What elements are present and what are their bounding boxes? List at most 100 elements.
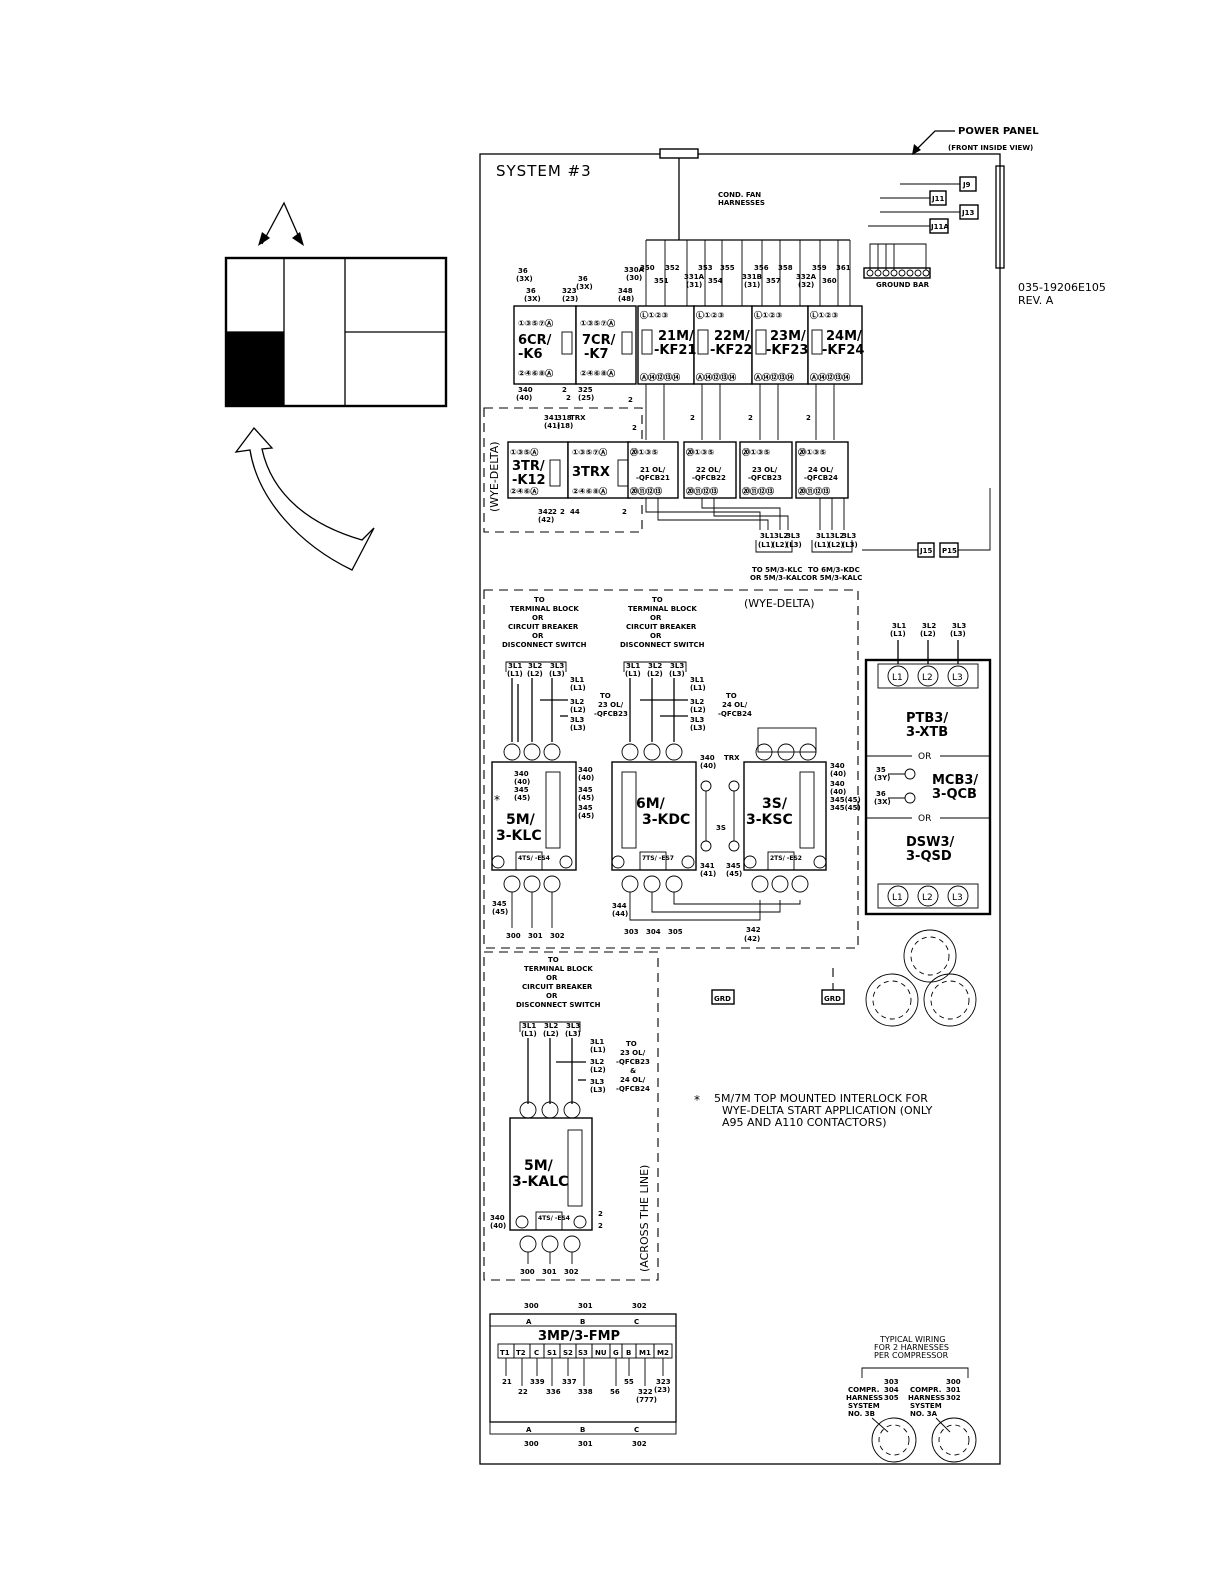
svg-text:301: 301 [542,1268,557,1276]
svg-text:2: 2 [598,1210,603,1218]
svg-text:337: 337 [562,1378,577,1386]
connector-j15 [917,542,935,558]
contactor-23m-kf23 [751,305,809,385]
svg-text:351: 351 [654,277,669,285]
svg-text:(45): (45) [578,794,594,802]
svg-text:&: & [630,1067,636,1075]
svg-text:3L3: 3L3 [842,532,856,540]
ol-24-qfcb24 [795,441,849,499]
svg-text:OR: OR [546,992,558,1000]
wye-delta-region-top: (WYE-DELTA) 341 (41) 318 (18) TRX 3TR/ -… [483,407,643,533]
svg-text:330A: 330A [624,266,645,274]
svg-text:3L2: 3L2 [830,532,844,540]
svg-text:352: 352 [665,264,680,272]
svg-text:-QFCB23: -QFCB23 [748,474,782,482]
svg-text:(3X): (3X) [524,295,541,303]
svg-text:PER COMPRESSOR: PER COMPRESSOR [874,1351,949,1360]
svg-text:T2: T2 [516,1349,526,1357]
svg-text:3L2: 3L2 [590,1058,604,1066]
svg-text:301: 301 [528,932,543,940]
svg-text:Ⓐ⑭⑫⑬⑭: Ⓐ⑭⑫⑬⑭ [810,372,850,382]
svg-text:3L1: 3L1 [760,532,774,540]
system-label: SYSTEM #3 [496,162,592,180]
svg-text:(45): (45) [514,794,530,802]
svg-text:②④⑥Ⓐ: ②④⑥Ⓐ [510,486,538,496]
svg-text:3L1: 3L1 [508,662,522,670]
svg-text:354: 354 [708,277,723,285]
grd-lug-1 [711,989,735,1005]
svg-text:COMPR.: COMPR. [848,1386,879,1394]
svg-text:340: 340 [830,780,845,788]
svg-text:TYPICAL WIRING: TYPICAL WIRING [879,1335,945,1344]
svg-text:HARNESS: HARNESS [908,1394,945,1402]
svg-text:345: 345 [492,900,507,908]
svg-text:(18): (18) [557,422,573,430]
svg-text:(L2): (L2) [543,1030,559,1038]
svg-text:4TS/ -ES4: 4TS/ -ES4 [538,1215,570,1222]
svg-text:-QFCB23: -QFCB23 [594,710,628,718]
svg-text:-KF22: -KF22 [710,343,752,358]
svg-text:5M/7M TOP MOUNTED INTERLOCK FO: 5M/7M TOP MOUNTED INTERLOCK FOR [714,1092,928,1105]
svg-text:3L1: 3L1 [522,1022,536,1030]
svg-text:36: 36 [578,275,588,283]
svg-text:300: 300 [520,1268,535,1276]
connector-j11a [929,218,949,234]
svg-text:(L3): (L3) [570,724,586,732]
svg-text:TO: TO [548,956,559,964]
svg-text:23 OL/: 23 OL/ [752,466,778,474]
connector-j11 [929,190,947,206]
svg-text:(23): (23) [562,295,578,303]
svg-text:Ⓛ①②③: Ⓛ①②③ [754,310,783,320]
svg-text:TO: TO [726,692,737,700]
svg-text:345: 345 [578,786,593,794]
ol-23-qfcb23 [739,441,793,499]
svg-text:3L2: 3L2 [570,698,584,706]
svg-text:339: 339 [530,1378,545,1386]
svg-text:L3: L3 [952,893,963,903]
interlock-note: * 5M/7M TOP MOUNTED INTERLOCK FOR WYE-DE… [694,1092,933,1129]
svg-text:②④⑥⑧Ⓐ: ②④⑥⑧Ⓐ [580,368,615,378]
svg-text:L1: L1 [892,673,903,683]
svg-text:B: B [580,1426,585,1434]
svg-text:(40): (40) [830,788,846,796]
motor-protector-3mp: 300 301 302 A B C 3MP/3-FMP T1 T2 C S1 S… [489,1302,677,1448]
svg-text:(L3): (L3) [669,670,685,678]
svg-text:(L2): (L2) [527,670,543,678]
locator-key [224,201,448,571]
svg-text:TO 5M/3-KLC: TO 5M/3-KLC [752,566,802,574]
ol-22-qfcb22 [683,441,737,499]
svg-text:302: 302 [632,1440,647,1448]
svg-text:NO. 3B: NO. 3B [848,1410,875,1418]
svg-text:302: 302 [632,1302,647,1310]
connector-j9 [959,176,977,192]
svg-text:3L2: 3L2 [690,698,704,706]
svg-text:-QFCB22: -QFCB22 [692,474,726,482]
svg-text:3-QSD: 3-QSD [906,849,952,864]
svg-text:J11: J11 [931,195,944,203]
overload-row: 21 OL/ -QFCB21 22 OL/ -QFCB22 23 OL/ -QF… [627,441,862,582]
svg-text:300: 300 [524,1302,539,1310]
svg-text:300: 300 [524,1440,539,1448]
svg-text:3L2: 3L2 [774,532,788,540]
svg-text:340: 340 [700,754,715,762]
svg-text:M1: M1 [639,1349,651,1357]
svg-text:350: 350 [640,264,655,272]
svg-text:342: 342 [538,508,553,516]
svg-text:OR: OR [532,614,544,622]
svg-text:24M/: 24M/ [826,329,862,344]
svg-text:21 OL/: 21 OL/ [640,466,666,474]
svg-text:341: 341 [544,414,559,422]
svg-text:3L3: 3L3 [566,1022,580,1030]
svg-text:3S/: 3S/ [762,796,788,812]
svg-text:(45): (45) [726,870,742,878]
svg-text:(L2): (L2) [647,670,663,678]
svg-text:*: * [694,1093,700,1107]
doc-number: 035-19206E105 [1018,281,1106,294]
relay-6cr-k6 [513,305,577,385]
svg-text:-K6: -K6 [518,347,543,362]
svg-text:CIRCUIT BREAKER: CIRCUIT BREAKER [626,623,697,631]
svg-text:(45): (45) [578,812,594,820]
svg-text:-QFCB21: -QFCB21 [636,474,670,482]
svg-text:23 OL/: 23 OL/ [620,1049,646,1057]
svg-text:(3X): (3X) [874,798,891,806]
